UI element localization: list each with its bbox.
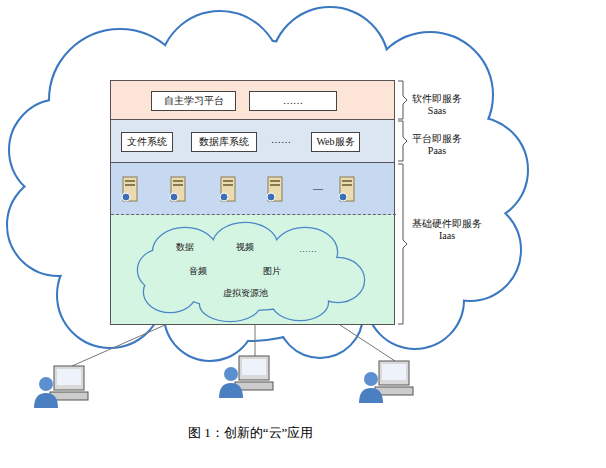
service-box: Web服务 [311,132,360,152]
box-label: …… [283,95,303,107]
resource-label: 虚拟资源池 [223,288,268,299]
resource-label: 音频 [189,266,207,277]
resource-label: …… [299,244,317,255]
ellipsis-label: — [313,183,323,195]
server-row: — [111,163,396,215]
resource-pool: 数据 视频 …… 音频 图片虚拟资源池 [141,222,371,322]
layer-label: 平台即服务 Paas [412,133,462,157]
platform-layer: 平台即服务 Paas……文件系统数据库系统Web服务 [110,120,395,163]
ellipsis-label: …… [271,134,291,146]
infrastructure-layer: 基础硬件即服务 Iaas—数据视频……音频图片虚拟资源池 [110,163,395,325]
layer-label: 软件即服务 Saas [412,93,462,117]
box-label: Web服务 [316,136,354,148]
service-box: 数据库系统 [191,132,257,152]
app-box: 自主学习平台 [151,91,236,111]
service-layer: 软件即服务 Saas自主学习平台…… [110,80,395,120]
app-box: …… [249,91,337,111]
box-label: 自主学习平台 [164,95,224,107]
layer-label: 基础硬件即服务 Iaas [412,218,482,242]
box-label: 数据库系统 [199,136,249,148]
box-label: 文件系统 [127,136,167,148]
resource-label: 数据 [176,242,194,253]
resource-label: 图片 [263,266,281,277]
figure-caption: 图 1：创新的“云”应用 [188,424,313,442]
service-box: 文件系统 [121,132,173,152]
resource-label: 视频 [236,242,254,253]
